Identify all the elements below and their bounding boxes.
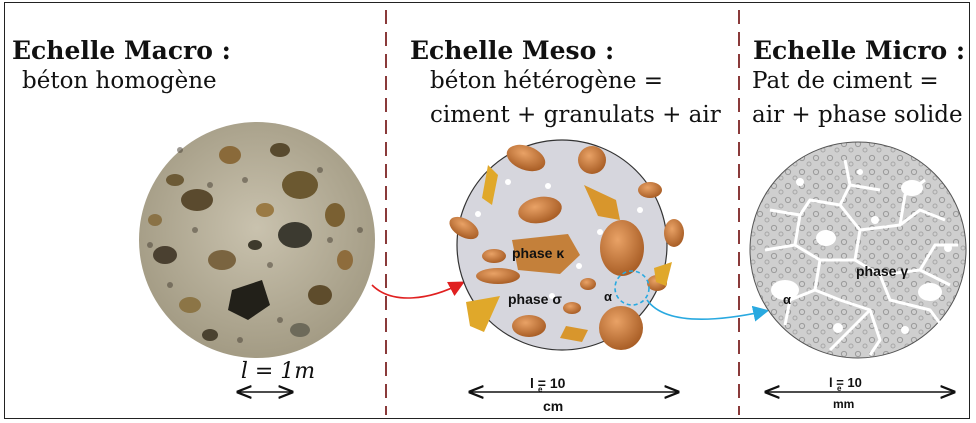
meso-description-line2: ciment + granulats + air: [430, 102, 721, 128]
macro-to-meso-arrow: [371, 281, 465, 299]
micro-title: Echelle Micro :: [753, 36, 966, 65]
meso-concrete-disc: [449, 139, 684, 351]
micro-scale-unit: mm: [833, 397, 854, 411]
meso-zoom-region: [614, 270, 650, 306]
macro-scale-label: l = 1m: [241, 359, 315, 384]
micro-scale-value: l = 10: [829, 375, 862, 390]
meso-description-line1: béton hétérogène =: [430, 68, 664, 94]
meso-scale-value: l = 10: [530, 375, 566, 391]
phase-kappa-aggregate: [512, 234, 580, 274]
micro-label-phase-gamma: phase γ: [856, 263, 908, 279]
figure-frame: [4, 2, 970, 419]
meso-scale-unit: cm: [543, 398, 563, 414]
micro-description-line1: Pat de ciment =: [752, 68, 939, 94]
meso-label-alpha: α: [604, 289, 612, 304]
macro-concrete-disc: [139, 122, 375, 358]
micro-description-line2: air + phase solide: [752, 102, 963, 128]
meso-to-micro-arrow: [646, 299, 770, 322]
micro-scale-subscript: e: [837, 384, 842, 393]
meso-label-phase-sigma: phase σ: [508, 291, 562, 307]
macro-description: béton homogène: [22, 68, 217, 94]
meso-title: Echelle Meso :: [410, 36, 615, 65]
micro-label-alpha: α: [783, 292, 791, 307]
macro-title: Echelle Macro :: [12, 36, 231, 65]
meso-scale-subscript: e: [538, 385, 543, 394]
dark-aggregate: [228, 280, 270, 320]
micro-cement-disc: [749, 141, 967, 359]
meso-label-phase-kappa: phase κ: [512, 245, 564, 261]
